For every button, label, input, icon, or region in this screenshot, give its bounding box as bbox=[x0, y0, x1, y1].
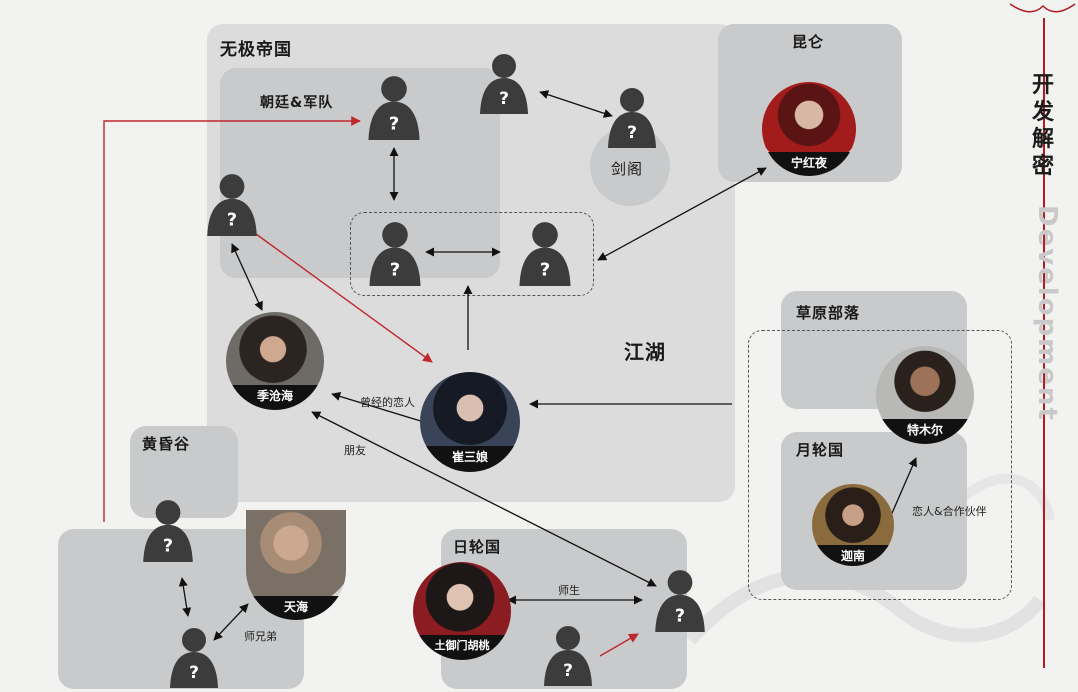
label-kunlun: 昆仑 bbox=[792, 33, 825, 51]
name-jianan: 迦南 bbox=[812, 544, 894, 566]
portrait-ning: 宁红夜 bbox=[762, 82, 856, 176]
label-jianghu: 江湖 bbox=[624, 340, 666, 364]
unknown-person-icon: ? bbox=[518, 220, 572, 290]
side-red-line bbox=[1043, 18, 1045, 668]
label-dusk: 黄昏谷 bbox=[142, 435, 191, 453]
red-arrow-dusk-court bbox=[103, 116, 361, 522]
region-court bbox=[220, 68, 500, 278]
name-ji: 季沧海 bbox=[226, 384, 324, 410]
rel-friend: 朋友 bbox=[344, 444, 366, 457]
unknown-mark: ? bbox=[163, 537, 173, 557]
portrait-temur: 特木尔 bbox=[876, 346, 974, 444]
name-ning: 宁红夜 bbox=[762, 151, 856, 176]
name-cui: 崔三娘 bbox=[420, 446, 520, 472]
side-subtitle: Development bbox=[1032, 205, 1062, 422]
arrow-friend bbox=[311, 411, 657, 587]
unknown-person-icon: ? bbox=[654, 568, 706, 636]
red-arrow-sun bbox=[599, 633, 639, 657]
unknown-person-icon: ? bbox=[367, 74, 421, 144]
arrow-ning bbox=[597, 167, 767, 261]
unknown-mark: ? bbox=[675, 607, 685, 627]
unknown-person-icon: ? bbox=[169, 626, 219, 692]
red-arrow-court-cui bbox=[255, 233, 433, 363]
unknown-person-icon: ? bbox=[368, 220, 422, 290]
ornament bbox=[1009, 3, 1076, 13]
name-temur: 特木尔 bbox=[876, 418, 974, 444]
dashed-group-north bbox=[748, 330, 1012, 600]
unknown-person-icon: ? bbox=[479, 52, 529, 118]
rel-lover-partner: 恋人&合作伙伴 bbox=[912, 505, 987, 518]
unknown-mark: ? bbox=[189, 663, 199, 683]
unknown-person-icon: ? bbox=[206, 172, 258, 240]
unknown-mark: ? bbox=[540, 259, 551, 280]
unknown-mark: ? bbox=[389, 113, 400, 134]
label-moon: 月轮国 bbox=[796, 441, 845, 459]
unknown-mark: ? bbox=[390, 259, 401, 280]
portrait-cui: 崔三娘 bbox=[420, 372, 520, 472]
unknown-mark: ? bbox=[227, 211, 237, 231]
portrait-hutao: 土御门胡桃 bbox=[413, 562, 511, 660]
unknown-mark: ? bbox=[499, 89, 509, 109]
name-tianhai: 天海 bbox=[246, 595, 346, 620]
label-court: 朝廷&军队 bbox=[260, 95, 334, 111]
name-hutao: 土御门胡桃 bbox=[413, 634, 511, 660]
unknown-person-icon: ? bbox=[607, 86, 657, 152]
rel-master-student: 师生 bbox=[558, 584, 580, 597]
unknown-mark: ? bbox=[563, 661, 573, 681]
unknown-person-icon: ? bbox=[543, 624, 593, 690]
label-empire: 无极帝国 bbox=[220, 40, 292, 60]
arrow-ji-up bbox=[231, 243, 263, 311]
arrow-brothers bbox=[213, 603, 249, 641]
rel-brothers: 师兄弟 bbox=[244, 630, 277, 643]
portrait-tianhai: 天海 bbox=[246, 510, 346, 620]
unknown-person-icon: ? bbox=[142, 498, 194, 566]
side-title: 开发解密 bbox=[1031, 73, 1054, 179]
arrow-top-jiange bbox=[539, 90, 613, 118]
unknown-mark: ? bbox=[627, 123, 637, 143]
portrait-ji: 季沧海 bbox=[226, 312, 324, 410]
rel-former-lover: 曾经的恋人 bbox=[360, 396, 415, 409]
dashed-group-court bbox=[350, 212, 594, 296]
arrow-dusk-vertical bbox=[178, 577, 192, 617]
region-dusk bbox=[130, 426, 238, 518]
portrait-jianan: 迦南 bbox=[812, 484, 894, 566]
relationship-diagram: 无极帝国 朝廷&军队 昆仑 草原部落 月轮国 黄昏谷 日轮国 江湖 剑阁 bbox=[58, 3, 1076, 689]
arrow-layer bbox=[103, 90, 917, 657]
label-grassland: 草原部落 bbox=[796, 304, 861, 322]
